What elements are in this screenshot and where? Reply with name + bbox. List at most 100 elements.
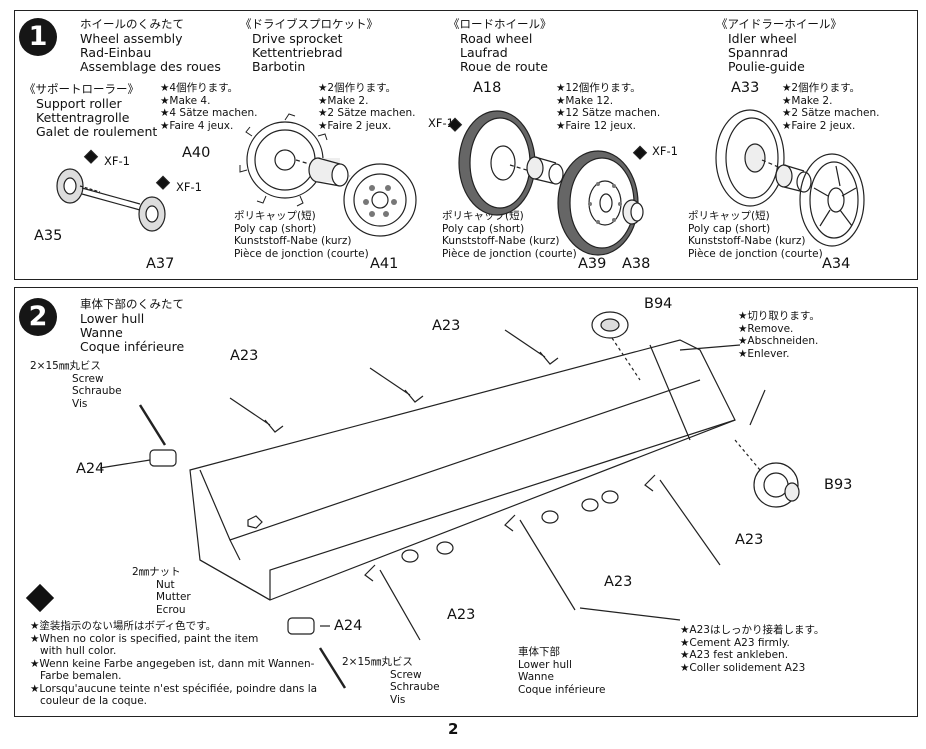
screw-bottom <box>318 647 347 689</box>
road-wheel-a18 <box>458 110 541 216</box>
idler-wheel-title-ja: 《アイドラーホイール》 <box>716 17 842 31</box>
screw-fr: Vis <box>72 397 88 410</box>
idler-wheel-title-fr: Poulie-guide <box>728 59 805 74</box>
part-label-a24-bottom: A24 <box>334 618 363 634</box>
polycap-idler <box>775 164 812 193</box>
screw-ja: 2×15㎜丸ビス <box>30 360 101 372</box>
paint-note-en2: with hull color. <box>40 645 117 657</box>
qty-en: ★Make 4. <box>160 94 211 107</box>
part-label-a23-top: A23 <box>432 318 461 334</box>
polycap-en: Poly cap (short) <box>442 222 525 235</box>
part-label-a38: A38 <box>622 256 651 272</box>
cement-note: ★A23はしっかり接着します。 ★Cement A23 firmly. ★A23… <box>680 624 824 674</box>
step2-number-badge: 2 <box>19 298 57 336</box>
step1-title-fr: Assemblage des roues <box>80 59 221 74</box>
lower-hull-en: Lower hull <box>518 658 572 671</box>
idler-wheel-qty: ★2個作ります。 ★Make 2. ★2 Sätze machen. ★Fair… <box>782 82 880 132</box>
paint-note-fr1: ★Lorsqu'aucune teinte n'est spécifiée, p… <box>30 682 318 695</box>
road-wheel-title-fr: Roue de route <box>460 59 548 74</box>
paint-note-ja: ★塗装指示のない場所はボディ色です。 <box>30 620 217 632</box>
part-label-a23-left: A23 <box>230 348 259 364</box>
qty-en: ★Make 2. <box>782 94 833 107</box>
qty-de: ★12 Sätze machen. <box>556 107 661 119</box>
support-roller-title-de: Kettentragrolle <box>36 110 130 125</box>
page-number: 2 <box>448 720 459 738</box>
remove-en: ★Remove. <box>738 322 794 335</box>
screw-en: Screw <box>72 372 104 385</box>
nut-note: 2㎜ナット Nut Mutter Ecrou <box>132 566 191 616</box>
screw-de: Schraube <box>390 681 440 693</box>
remove-fr: ★Enlever. <box>738 347 790 360</box>
step1-number-badge: 1 <box>19 18 57 56</box>
qty-en: ★Make 12. <box>556 94 614 107</box>
qty-ja: ★12個作ります。 <box>556 82 641 94</box>
cement-ja: ★A23はしっかり接着します。 <box>680 624 825 636</box>
part-label-a18: A18 <box>473 80 502 96</box>
paint-note-de2: Farbe bemalen. <box>40 670 122 682</box>
step2-title-de: Wanne <box>80 325 123 340</box>
part-label-a34: A34 <box>822 256 851 272</box>
step2-title-en: Lower hull <box>80 311 145 326</box>
screw-top <box>138 404 167 446</box>
part-label-b94: B94 <box>644 296 673 312</box>
drive-housing-b94 <box>591 311 641 381</box>
remove-ja: ★切り取ります。 <box>738 310 820 322</box>
step2-title-fr: Coque inférieure <box>80 339 185 354</box>
paint-label-xf1-d: XF-1 <box>652 144 678 158</box>
support-roller-qty: ★4個作ります。 ★Make 4. ★4 Sätze machen. ★Fair… <box>160 82 258 132</box>
leader-remove <box>679 344 766 426</box>
bracket-a24 <box>149 449 315 635</box>
nut-fr: Ecrou <box>156 603 186 616</box>
drive-sprocket-qty: ★2個作ります。 ★Make 2. ★2 Sätze machen. ★Fair… <box>318 82 416 132</box>
paint-note-en1: ★When no color is specified, paint the i… <box>30 632 259 645</box>
road-wheel-qty: ★12個作ります。 ★Make 12. ★12 Sätze machen. ★F… <box>556 82 660 132</box>
idler-wheel-title-de: Spannrad <box>728 45 789 60</box>
nut-en: Nut <box>156 578 175 591</box>
polycap-ja: ポリキャップ(短) <box>688 210 770 222</box>
screw-note-top: 2×15㎜丸ビス Screw Schraube Vis <box>30 360 122 410</box>
polycap-ja: ポリキャップ(短) <box>234 210 316 222</box>
lower-hull-de: Wanne <box>518 671 554 683</box>
part-label-a35: A35 <box>34 228 63 244</box>
qty-fr: ★Faire 4 jeux. <box>160 119 234 132</box>
part-label-a37: A37 <box>146 256 175 272</box>
drive-sprocket-a41 <box>343 163 417 237</box>
qty-de: ★4 Sätze machen. <box>160 107 258 119</box>
polycap-fr: Pièce de jonction (courte) <box>442 247 577 260</box>
step2-title-ja: 車体下部のくみたて <box>80 297 184 311</box>
paint-label-xf1-b: XF-1 <box>176 180 202 194</box>
support-roller-a37 <box>138 196 166 232</box>
part-label-a23-bottom: A23 <box>447 607 476 623</box>
lower-hull-ja: 車体下部 <box>518 646 560 658</box>
polycap-en: Poly cap (short) <box>234 222 317 235</box>
road-wheel-title-ja: 《ロードホイール》 <box>448 17 552 31</box>
polycap-de: Kunststoff-Nabe (kurz) <box>688 235 806 247</box>
screw-fr: Vis <box>390 693 406 706</box>
remove-note: ★切り取ります。 ★Remove. ★Abschneiden. ★Enlever… <box>738 310 820 360</box>
nut-ja: 2㎜ナット <box>132 566 181 578</box>
idler-wheel-a34 <box>799 153 865 247</box>
qty-de: ★2 Sätze machen. <box>318 107 416 119</box>
paint-note-fr2: couleur de la coque. <box>40 695 148 707</box>
road-wheel-title-de: Laufrad <box>460 45 508 60</box>
polycap-note-sprocket: ポリキャップ(短) Poly cap (short) Kunststoff-Na… <box>234 210 369 260</box>
idler-wheel-title-en: Idler wheel <box>728 31 797 46</box>
lower-hull-fr: Coque inférieure <box>518 683 606 696</box>
paint-marker <box>447 117 463 132</box>
lower-hull-label: 車体下部 Lower hull Wanne Coque inférieure <box>518 646 606 696</box>
suspension-arm-a23 <box>364 474 721 641</box>
paint-note: ★塗装指示のない場所はボディ色です。 ★When no color is spe… <box>30 620 317 708</box>
nut-de: Mutter <box>156 591 191 603</box>
qty-ja: ★4個作ります。 <box>160 82 239 94</box>
qty-ja: ★2個作ります。 <box>318 82 397 94</box>
paint-note-de1: ★Wenn keine Farbe angegeben ist, dann mi… <box>30 657 315 670</box>
part-label-a39: A39 <box>578 256 607 272</box>
part-label-b93: B93 <box>824 477 853 493</box>
screw-de: Schraube <box>72 385 122 397</box>
part-label-a24-top: A24 <box>76 461 105 477</box>
cement-fr: ★Coller solidement A23 <box>680 661 806 674</box>
leader-a24-top <box>99 459 151 469</box>
drive-sprocket-title-ja: 《ドライブスプロケット》 <box>240 17 378 31</box>
